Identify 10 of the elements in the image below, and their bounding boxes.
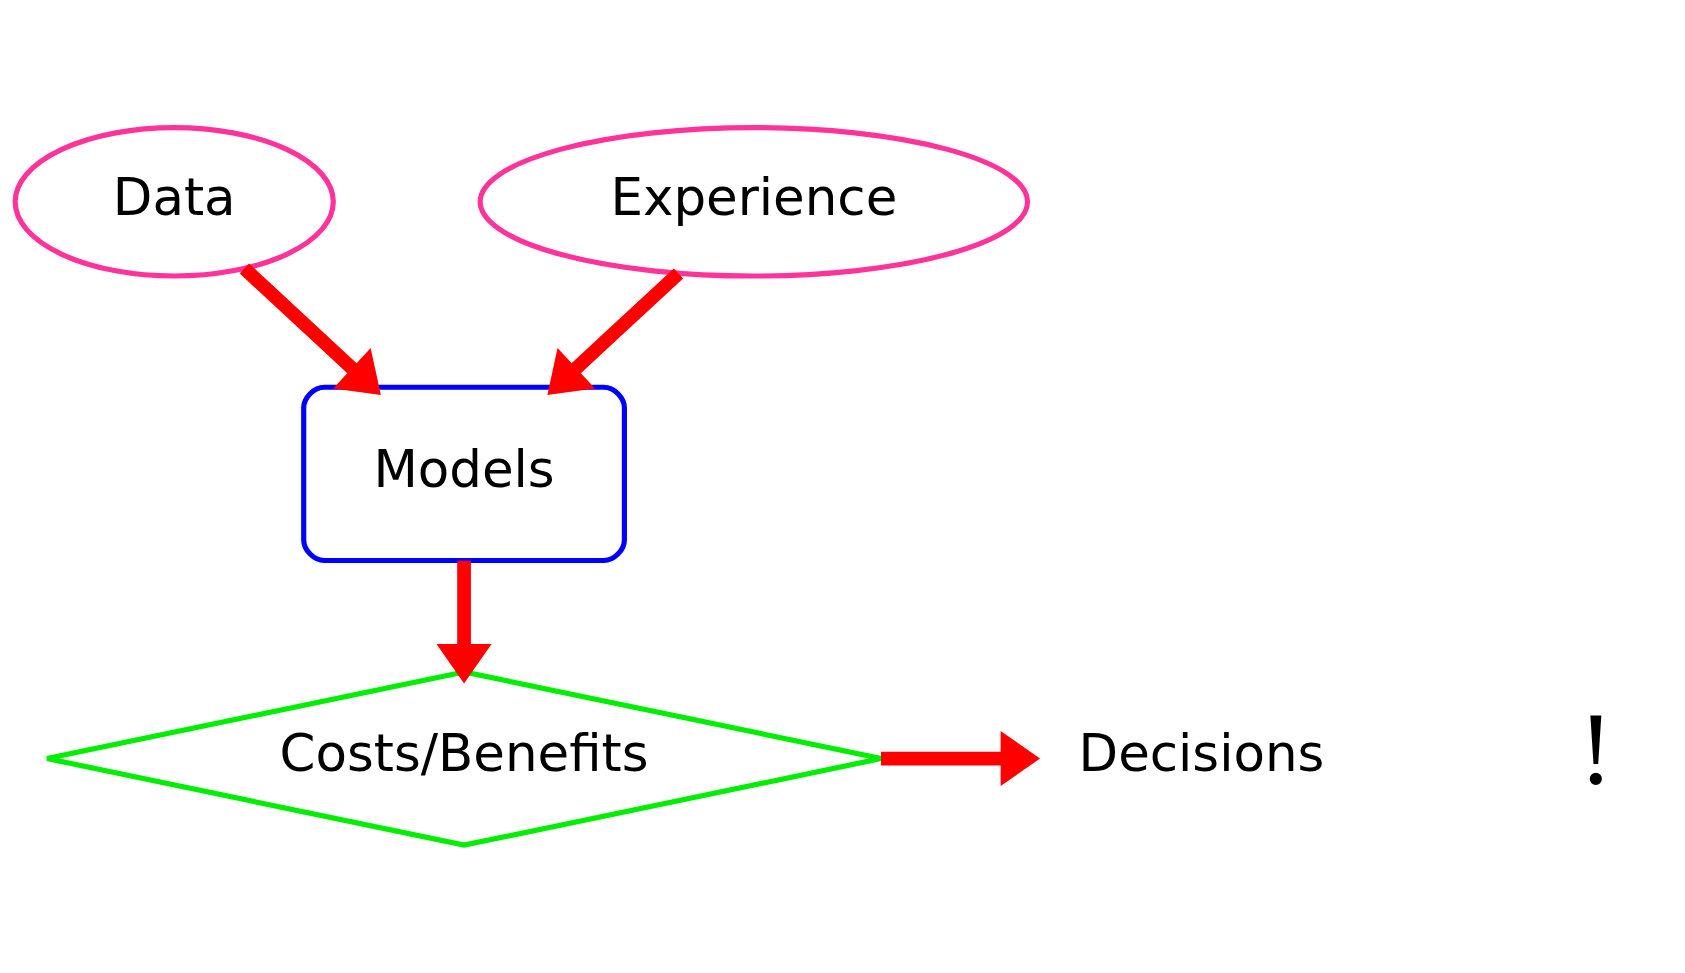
- node-ellipse: Data: [12, 125, 336, 279]
- node-box: Models: [301, 384, 627, 564]
- node-diamond: Costs/Benefits: [44, 669, 884, 848]
- arrow: [239, 263, 381, 396]
- arrow: [436, 560, 492, 684]
- label: !: [1578, 692, 1613, 807]
- node-ellipse: Experience: [477, 125, 1031, 279]
- arrow: [881, 730, 1041, 787]
- arrow: [547, 268, 684, 395]
- node-text: Decisions: [1078, 723, 1325, 784]
